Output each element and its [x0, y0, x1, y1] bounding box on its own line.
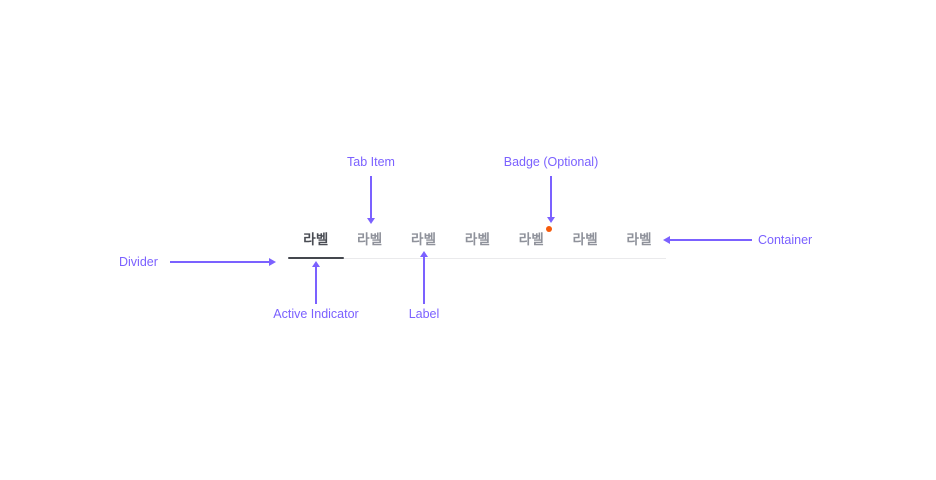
annotation-badge-arrow-line: [550, 176, 552, 217]
tab-item-7[interactable]: 라벨: [612, 221, 666, 259]
tab-label: 라벨: [357, 232, 383, 248]
arrow-left-icon: [663, 236, 670, 244]
active-indicator-line: [288, 256, 344, 259]
annotation-divider-arrow-line: [170, 261, 269, 263]
badge-dot: [546, 226, 553, 232]
divider-line: [289, 258, 666, 259]
annotation-active-indicator-arrow-line: [315, 267, 317, 304]
annotation-container-arrow-line: [670, 239, 752, 241]
tab-label: 라벨: [626, 232, 652, 248]
tab-label: 라벨: [518, 232, 544, 248]
annotation-tab-item: Tab Item: [347, 155, 395, 169]
arrow-down-icon: [547, 217, 555, 223]
annotation-label: Label: [408, 307, 440, 321]
annotation-divider: Divider: [119, 255, 158, 269]
tab-label: 라벨: [411, 232, 437, 248]
tab-item-4[interactable]: 라벨: [451, 221, 505, 259]
annotation-active-indicator: Active Indicator: [273, 307, 359, 321]
annotation-container: Container: [758, 233, 813, 247]
tab-bar-container: 라벨 라벨 라벨 라벨 라벨 라벨 라벨: [288, 221, 666, 259]
tab-label: 라벨: [572, 232, 598, 248]
tab-item-3[interactable]: 라벨: [397, 221, 451, 259]
annotation-label-arrow-line: [423, 257, 425, 304]
annotation-badge: Badge (Optional): [503, 155, 599, 169]
tab-item-6[interactable]: 라벨: [558, 221, 612, 259]
tab-item-1[interactable]: 라벨: [288, 221, 344, 259]
arrow-down-icon: [367, 218, 375, 224]
tab-label: 라벨: [303, 232, 329, 248]
annotation-tab-item-arrow-line: [370, 176, 372, 218]
tab-item-5[interactable]: 라벨: [504, 221, 558, 259]
arrow-up-icon: [420, 251, 428, 257]
tab-label: 라벨: [464, 232, 491, 248]
arrow-right-icon: [269, 258, 276, 266]
arrow-up-icon: [312, 261, 320, 267]
tab-item-2[interactable]: 라벨: [343, 221, 397, 259]
